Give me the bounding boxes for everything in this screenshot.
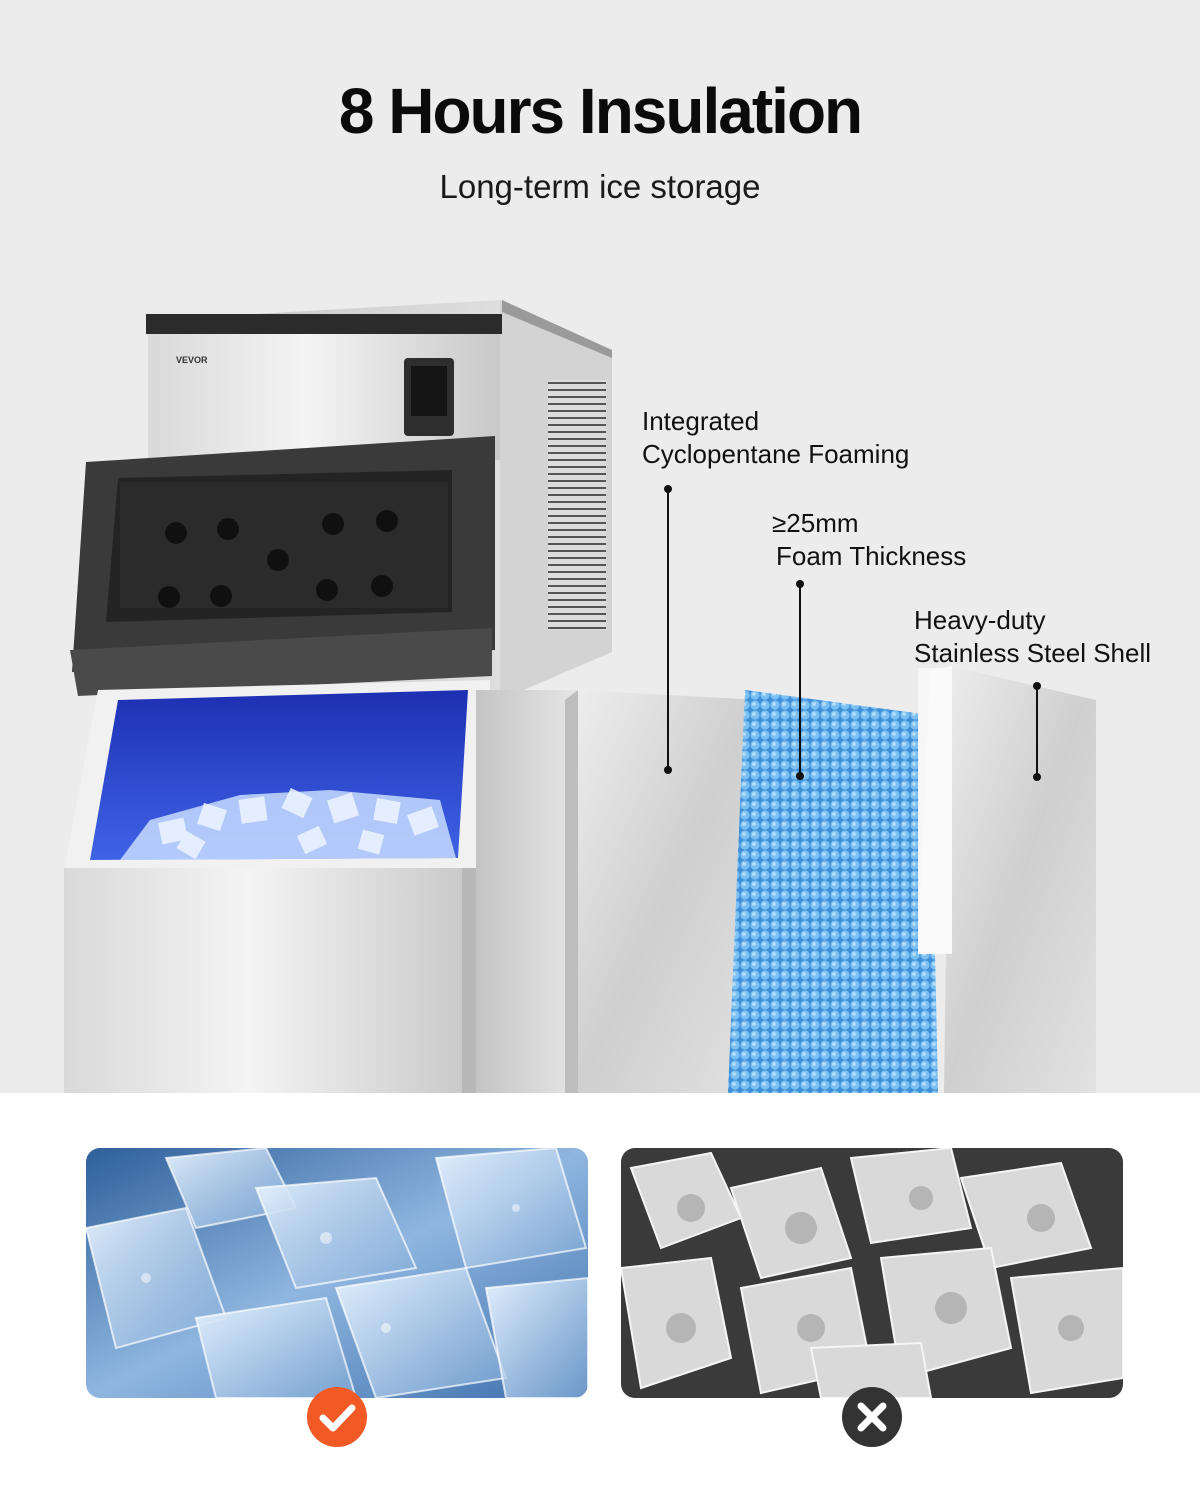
callout-foaming: Integrated Cyclopentane Foaming xyxy=(642,405,909,471)
cloudy-ice-photo xyxy=(621,1148,1123,1398)
callout-thickness-line1: ≥25mm xyxy=(772,508,859,538)
check-badge xyxy=(307,1387,367,1447)
hero-section: 8 Hours Insulation Long-term ice storage xyxy=(0,0,1200,1093)
check-icon xyxy=(307,1387,367,1447)
cross-icon xyxy=(842,1387,902,1447)
product-illustration: VEVOR xyxy=(64,300,1096,1093)
callout-thickness: ≥25mm Foam Thickness xyxy=(772,507,966,573)
callout-shell: Heavy-duty Stainless Steel Shell xyxy=(914,604,1151,670)
page-subtitle: Long-term ice storage xyxy=(439,168,761,205)
clear-ice-photo xyxy=(86,1148,588,1398)
callout-foaming-line2: Cyclopentane Foaming xyxy=(642,439,910,469)
page-title: 8 Hours Insulation xyxy=(338,75,863,147)
brand-logo: VEVOR xyxy=(176,355,208,365)
callout-thickness-line2: Foam Thickness xyxy=(776,541,967,571)
cross-badge xyxy=(842,1387,902,1447)
callout-shell-line1: Heavy-duty xyxy=(914,605,1046,635)
callout-foaming-line1: Integrated xyxy=(642,406,760,436)
callout-shell-line2: Stainless Steel Shell xyxy=(914,638,1152,668)
